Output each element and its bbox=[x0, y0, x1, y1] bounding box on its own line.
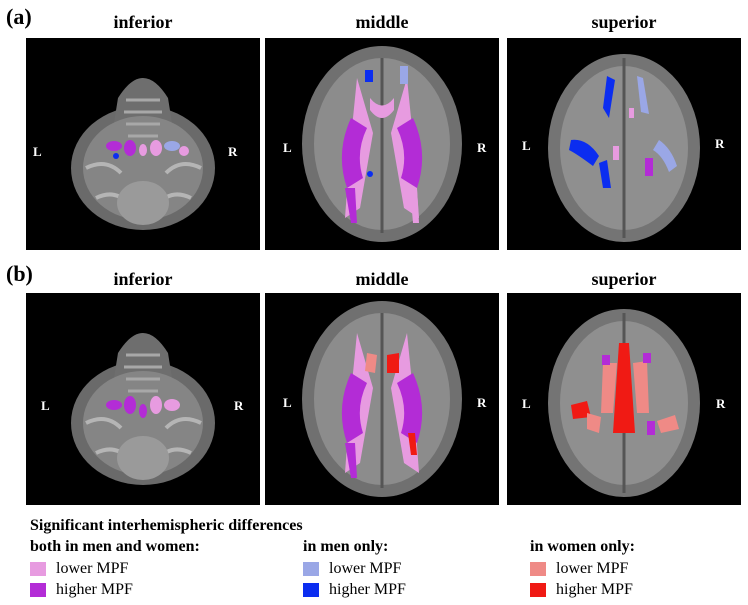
legend-item-label: higher MPF bbox=[556, 581, 633, 598]
column-title-middle-b: middle bbox=[355, 269, 409, 289]
side-label-right: R bbox=[228, 144, 238, 159]
legend-swatch bbox=[530, 583, 546, 597]
legend-swatch bbox=[303, 562, 319, 576]
column-title-inferior-a: inferior bbox=[113, 12, 173, 32]
brain-panel-b-superior: L R bbox=[507, 293, 741, 505]
column-title-superior-a: superior bbox=[591, 12, 657, 32]
side-label-right: R bbox=[477, 395, 487, 410]
legend-item-label: lower MPF bbox=[329, 560, 402, 577]
column-title-middle-a: middle bbox=[355, 12, 409, 32]
legend-item-label: lower MPF bbox=[56, 560, 129, 577]
brain-panel-a-middle: L R bbox=[265, 38, 499, 250]
legend-item-both-higher: higher MPF bbox=[30, 581, 133, 599]
brain-slice-image bbox=[548, 54, 700, 242]
brain-slice-image bbox=[302, 46, 462, 242]
side-label-right: R bbox=[715, 136, 725, 151]
side-label-left: L bbox=[522, 396, 531, 411]
legend-item-women-lower: lower MPF bbox=[530, 560, 628, 578]
brain-slice-image bbox=[71, 78, 215, 230]
side-label-right: R bbox=[477, 140, 487, 155]
legend-swatch bbox=[30, 583, 46, 597]
column-title-inferior-b: inferior bbox=[113, 269, 173, 289]
legend-swatch bbox=[303, 583, 319, 597]
side-label-left: L bbox=[41, 398, 50, 413]
legend-item-women-higher: higher MPF bbox=[530, 581, 633, 599]
side-label-left: L bbox=[522, 138, 531, 153]
column-title-superior-b: superior bbox=[591, 269, 657, 289]
legend-item-label: higher MPF bbox=[329, 581, 406, 598]
brain-panel-a-superior: L R bbox=[507, 38, 741, 250]
side-label-right: R bbox=[234, 398, 244, 413]
legend-item-both-lower: lower MPF bbox=[30, 560, 128, 578]
legend-group-heading-women: in women only: bbox=[530, 538, 635, 555]
legend-item-men-higher: higher MPF bbox=[303, 581, 406, 599]
legend-item-label: lower MPF bbox=[556, 560, 629, 577]
brain-slice-image bbox=[302, 301, 462, 497]
brain-panel-b-middle: L R bbox=[265, 293, 499, 505]
legend-item-men-lower: lower MPF bbox=[303, 560, 401, 578]
side-label-left: L bbox=[283, 140, 292, 155]
brain-slice-image bbox=[71, 333, 215, 485]
brain-slice-image bbox=[548, 309, 700, 497]
legend-swatch bbox=[30, 562, 46, 576]
side-label-left: L bbox=[283, 395, 292, 410]
row-label-b: (b) bbox=[6, 261, 33, 286]
side-label-right: R bbox=[716, 396, 726, 411]
legend-group-heading-both: both in men and women: bbox=[30, 538, 200, 555]
brain-panel-a-inferior: L R bbox=[26, 38, 260, 250]
legend-swatch bbox=[530, 562, 546, 576]
side-label-left: L bbox=[33, 144, 42, 159]
legend-title: Significant interhemispheric differences bbox=[30, 517, 303, 534]
brain-panel-b-inferior: L R bbox=[26, 293, 260, 505]
legend-group-heading-men: in men only: bbox=[303, 538, 389, 555]
legend-item-label: higher MPF bbox=[56, 581, 133, 598]
row-label-a: (a) bbox=[6, 4, 32, 29]
